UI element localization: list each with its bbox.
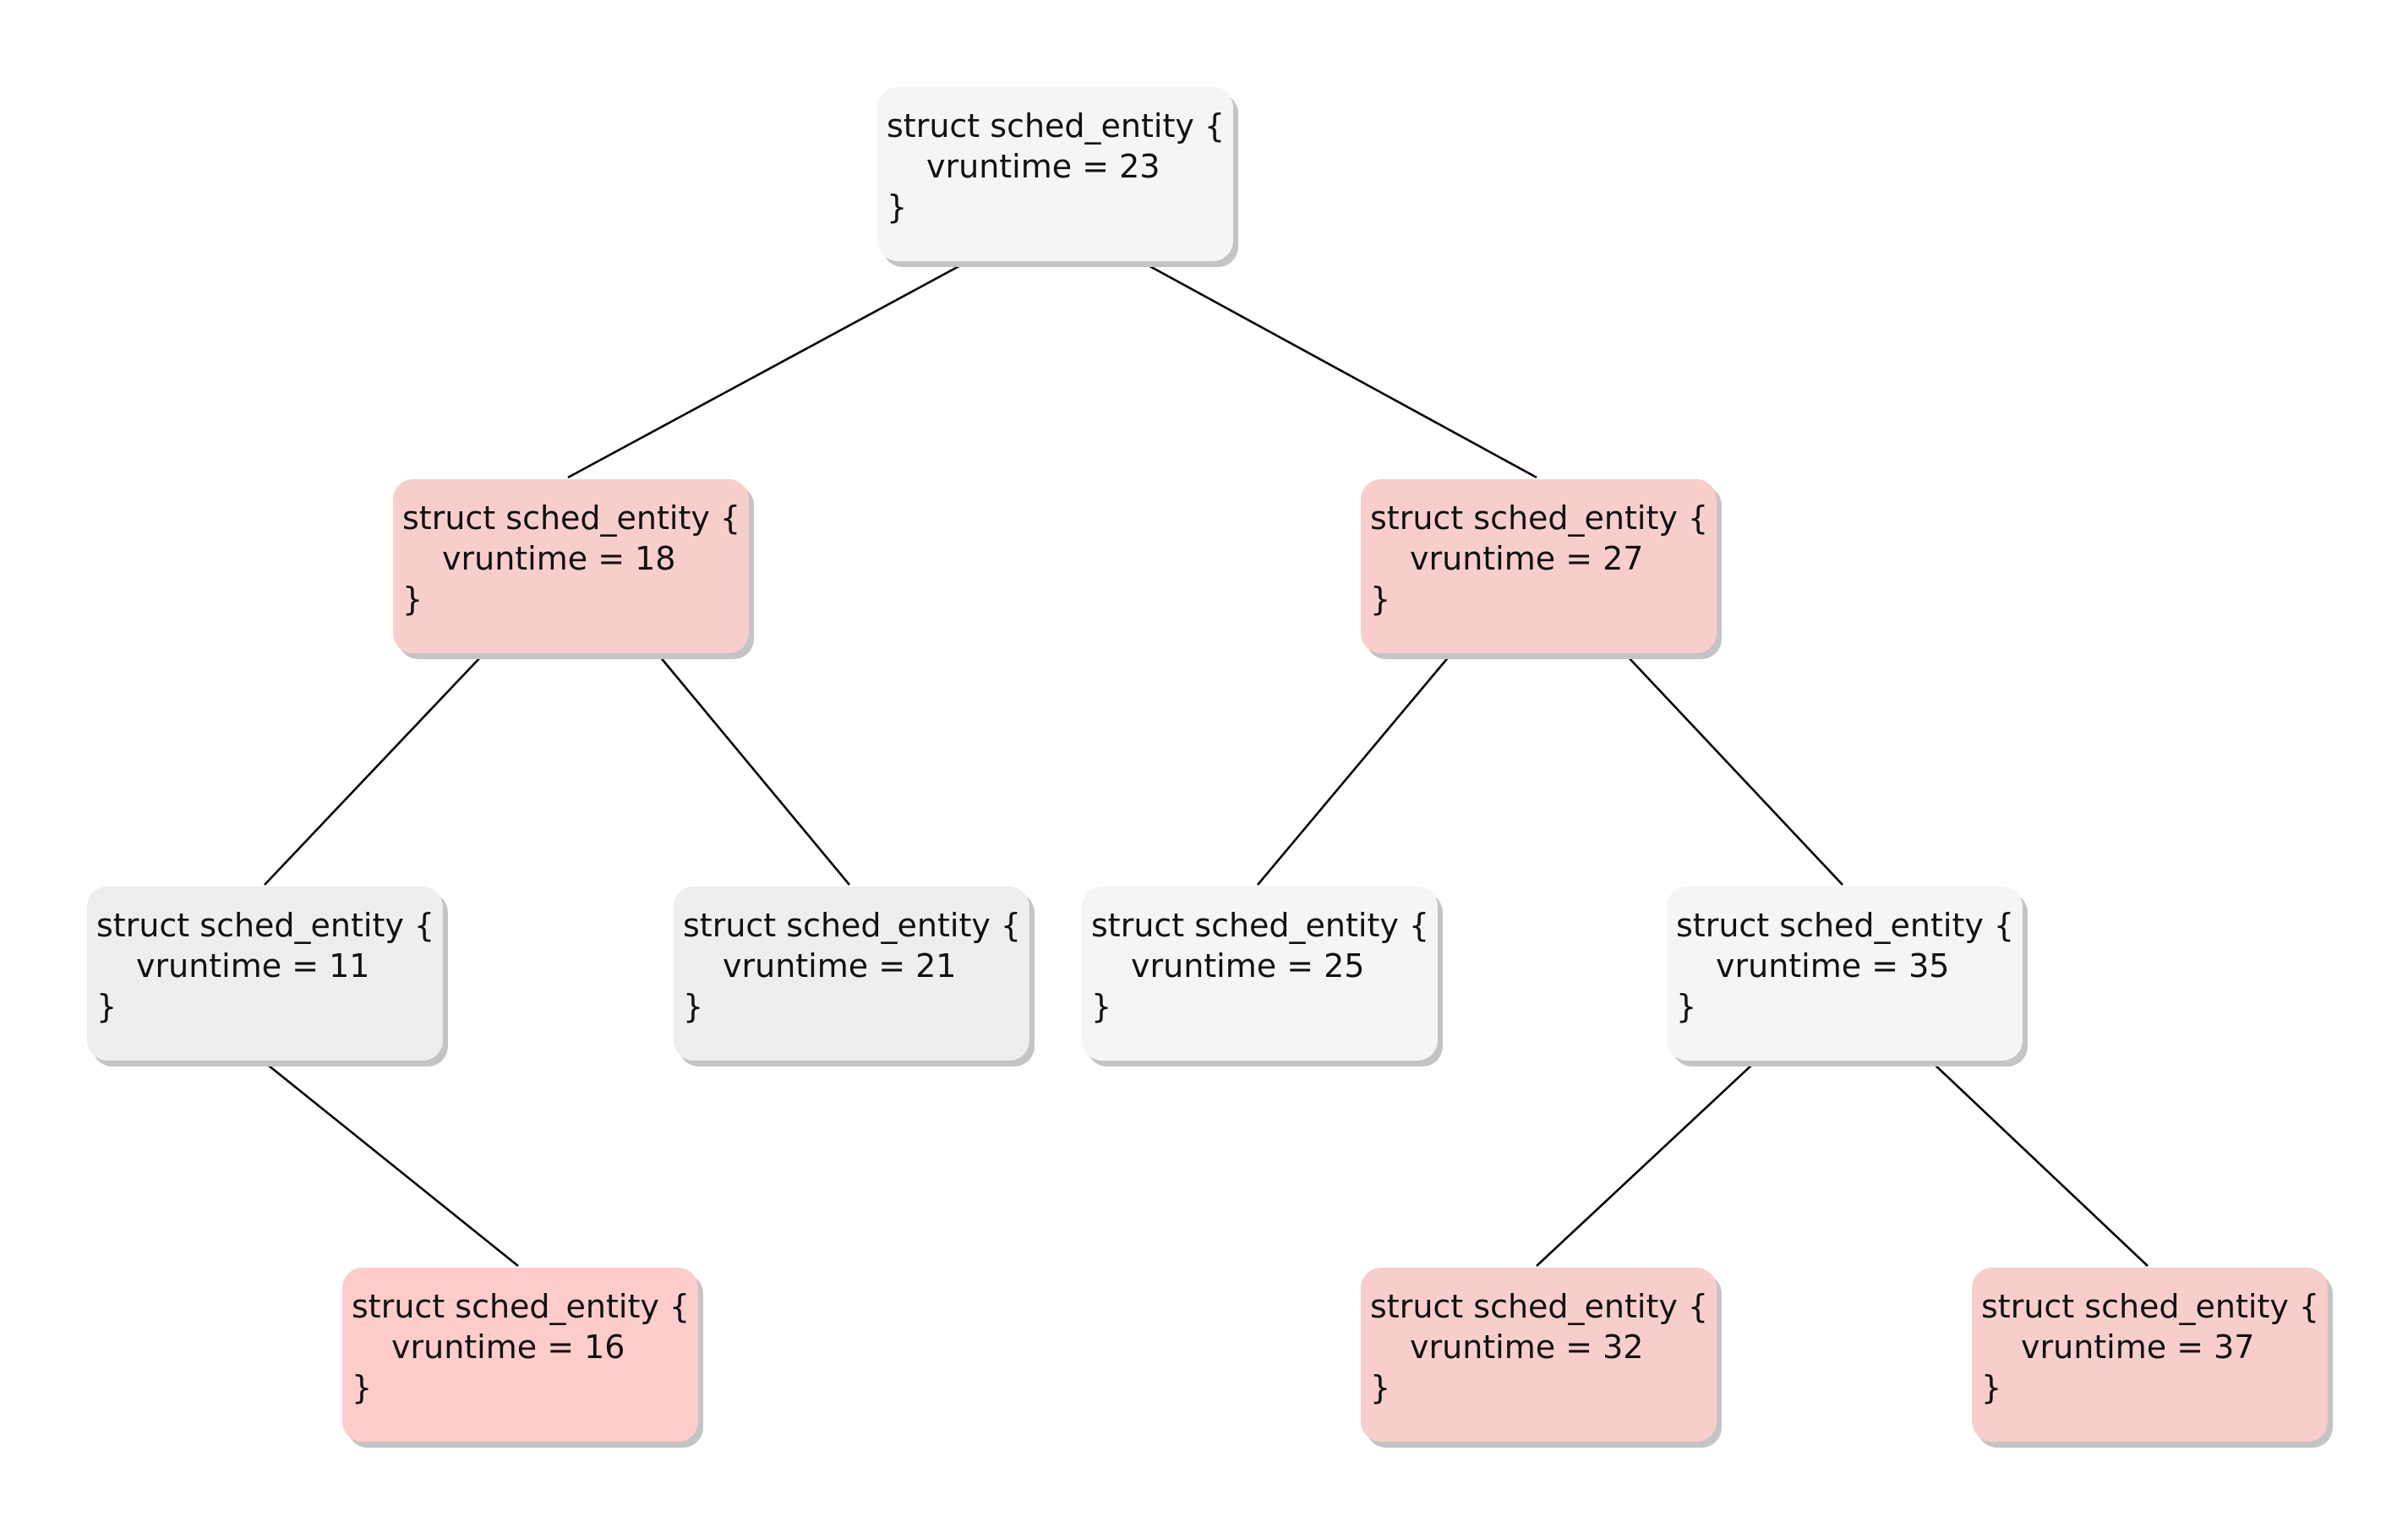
node-struct-decl: struct sched_entity { bbox=[402, 499, 741, 537]
tree-node-vruntime-35: struct sched_entity { vruntime = 35 } bbox=[1667, 887, 2023, 1061]
edge-n11-n16 bbox=[264, 1061, 519, 1268]
tree-node-vruntime-32: struct sched_entity { vruntime = 32 } bbox=[1361, 1268, 1717, 1442]
node-close-brace: } bbox=[402, 581, 423, 618]
node-vruntime-field: vruntime = 32 bbox=[1410, 1328, 1644, 1366]
node-struct-decl: struct sched_entity { bbox=[352, 1288, 691, 1325]
tree-node-vruntime-18: struct sched_entity { vruntime = 18 } bbox=[393, 479, 749, 653]
node-close-brace: } bbox=[1676, 988, 1697, 1025]
tree-node-vruntime-37: struct sched_entity { vruntime = 37 } bbox=[1972, 1268, 2328, 1442]
node-close-brace: } bbox=[1370, 1369, 1391, 1406]
edge-n35-n32 bbox=[1536, 1061, 1755, 1267]
edge-n23-n18 bbox=[567, 261, 966, 479]
edge-n35-n37 bbox=[1931, 1061, 2149, 1267]
node-vruntime-field: vruntime = 25 bbox=[1131, 947, 1365, 985]
node-close-brace: } bbox=[1981, 1369, 2002, 1406]
node-vruntime-field: vruntime = 21 bbox=[723, 947, 957, 985]
node-struct-decl: struct sched_entity { bbox=[96, 907, 435, 944]
node-struct-decl: struct sched_entity { bbox=[1370, 499, 1709, 537]
tree-node-vruntime-16: struct sched_entity { vruntime = 16 } bbox=[342, 1268, 698, 1442]
tree-node-vruntime-21: struct sched_entity { vruntime = 21 } bbox=[674, 887, 1029, 1061]
node-close-brace: } bbox=[1370, 581, 1391, 618]
tree-node-vruntime-27: struct sched_entity { vruntime = 27 } bbox=[1361, 479, 1717, 653]
node-close-brace: } bbox=[887, 188, 908, 226]
edge-n23-n27 bbox=[1143, 261, 1537, 479]
edge-n27-n25 bbox=[1257, 655, 1450, 886]
tree-node-vruntime-23: struct sched_entity { vruntime = 23 } bbox=[877, 87, 1233, 261]
node-close-brace: } bbox=[1091, 988, 1112, 1025]
node-vruntime-field: vruntime = 16 bbox=[391, 1328, 625, 1366]
node-struct-decl: struct sched_entity { bbox=[683, 907, 1022, 944]
node-vruntime-field: vruntime = 37 bbox=[2021, 1328, 2255, 1366]
node-struct-decl: struct sched_entity { bbox=[1091, 907, 1430, 944]
node-vruntime-field: vruntime = 27 bbox=[1410, 540, 1644, 577]
edge-n18-n11 bbox=[264, 655, 483, 886]
node-struct-decl: struct sched_entity { bbox=[1981, 1288, 2320, 1325]
node-struct-decl: struct sched_entity { bbox=[1676, 907, 2015, 944]
node-vruntime-field: vruntime = 35 bbox=[1716, 947, 1950, 985]
node-vruntime-field: vruntime = 18 bbox=[442, 540, 676, 577]
node-struct-decl: struct sched_entity { bbox=[887, 107, 1226, 145]
node-vruntime-field: vruntime = 23 bbox=[926, 148, 1160, 185]
edge-n27-n35 bbox=[1626, 655, 1843, 886]
node-vruntime-field: vruntime = 11 bbox=[136, 947, 370, 985]
edge-n18-n21 bbox=[658, 655, 851, 886]
tree-node-vruntime-11: struct sched_entity { vruntime = 11 } bbox=[87, 887, 443, 1061]
node-close-brace: } bbox=[352, 1369, 373, 1406]
node-close-brace: } bbox=[683, 988, 704, 1025]
node-struct-decl: struct sched_entity { bbox=[1370, 1288, 1709, 1325]
node-close-brace: } bbox=[96, 988, 117, 1025]
tree-node-vruntime-25: struct sched_entity { vruntime = 25 } bbox=[1082, 887, 1438, 1061]
